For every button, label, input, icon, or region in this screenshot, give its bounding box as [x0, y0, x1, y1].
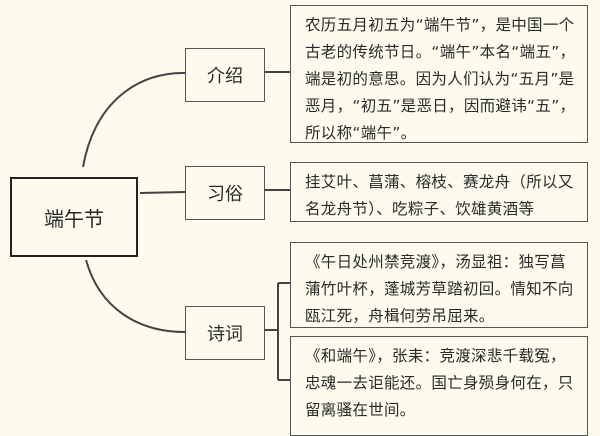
detail-text: 《和端午》，张耒：竞渡深悲千载冤，忠魂一去讵能还。国亡身殒身何在，只留离骚在世间… — [305, 347, 574, 419]
detail-text: 农历五月初五为“端午节”，是中国一个古老的传统节日。“端午”本名“端五”，端是初… — [305, 16, 576, 142]
poem-detail-box-2: 《和端午》，张耒：竞渡深悲千载冤，忠魂一去讵能还。国亡身殒身何在，只留离骚在世间… — [290, 336, 588, 436]
poem-detail-box-1: 《午日处州禁竞渡》，汤显祖：独写菖蒲竹叶杯，蓬城芳草踏初回。情知不向瓯江死，舟楫… — [290, 242, 588, 328]
branch-label: 介绍 — [207, 66, 243, 87]
central-node-label: 端午节 — [44, 206, 104, 231]
branch-node-intro: 介绍 — [185, 48, 265, 102]
branch-label: 诗词 — [207, 324, 243, 345]
detail-text: 挂艾叶、菖蒲、榕枝、赛龙舟（所以又名龙舟节）、吃粽子、饮雄黄酒等 — [305, 173, 574, 218]
intro-detail-box: 农历五月初五为“端午节”，是中国一个古老的传统节日。“端午”本名“端五”，端是初… — [290, 5, 588, 143]
central-node: 端午节 — [10, 177, 138, 257]
branch-label: 习俗 — [207, 184, 243, 205]
detail-text: 《午日处州禁竞渡》，汤显祖：独写菖蒲竹叶杯，蓬城芳草踏初回。情知不向瓯江死，舟楫… — [305, 253, 574, 325]
connector-lines — [82, 71, 290, 381]
branch-node-customs: 习俗 — [185, 166, 265, 220]
customs-detail-box: 挂艾叶、菖蒲、榕枝、赛龙舟（所以又名龙舟节）、吃粽子、饮雄黄酒等 — [290, 162, 588, 222]
branch-node-poems: 诗词 — [185, 306, 265, 360]
